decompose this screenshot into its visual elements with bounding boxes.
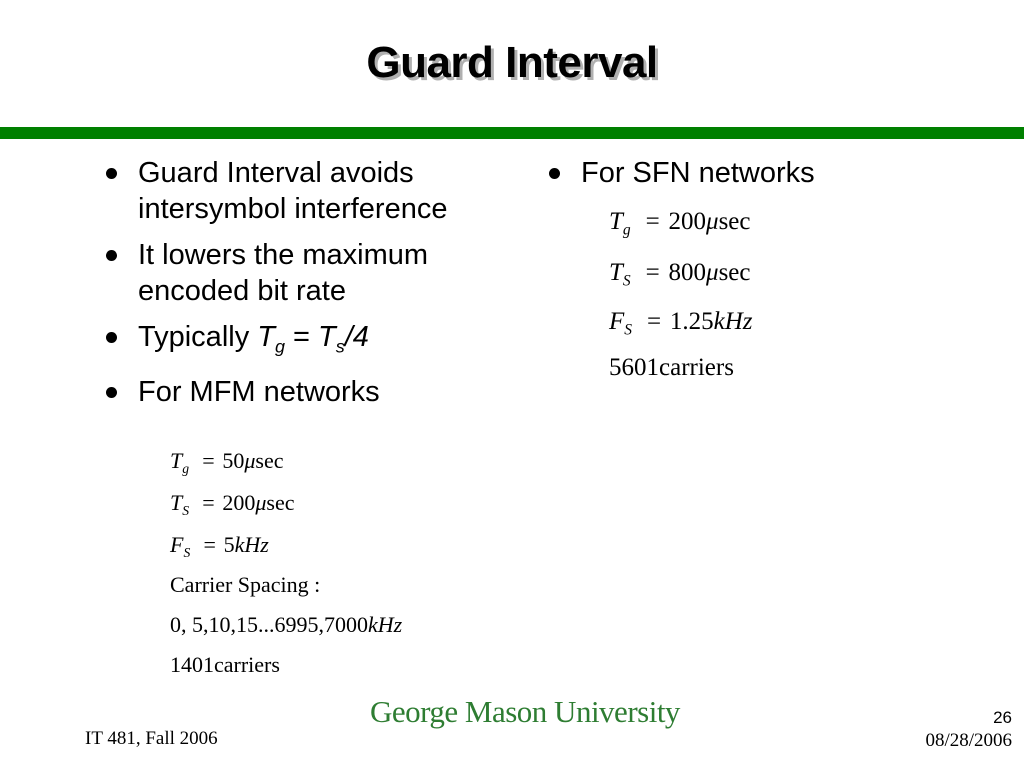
bullet-dot-icon [106,332,117,343]
bullet-item: Guard Interval avoids intersymbol interf… [100,155,490,227]
bullet-text: Guard Interval avoids intersymbol interf… [138,157,448,225]
bullet-dot-icon [106,387,117,399]
slide-title: Guard Interval [366,38,658,87]
sfn-tg-equation: Tg=200μsec [609,208,751,239]
title-divider [0,127,1024,139]
bullet-item: For SFN networks [543,155,963,191]
bullet-dot-icon [106,250,117,261]
sfn-carriers: 5601carriers [609,354,734,381]
slide-date: 08/28/2006 [925,730,1012,751]
footer-right: 26 08/28/2006 [925,708,1012,752]
formula-ts: Ts/4 [318,321,369,357]
bullet-text: For MFM networks [138,376,380,409]
bullet-item: Typically Tg = Ts/4 [100,319,490,364]
bullet-text: It lowers the maximum encoded bit rate [138,239,429,307]
left-bullet-list: Guard Interval avoids intersymbol interf… [100,155,490,420]
sfn-fs-equation: FS=1.25kHz [609,308,753,339]
mfm-spacing-values: 0, 5,10,15...6995,7000kHz [170,612,403,637]
course-label: IT 481, Fall 2006 [85,728,218,749]
mfm-carriers: 1401carriers [170,652,280,677]
mfm-fs-equation: FS=5kHz [170,532,269,560]
bullet-item: It lowers the maximum encoded bit rate [100,237,490,309]
bullet-item: For MFM networks [100,374,490,410]
university-logo: George Mason University [370,694,680,729]
bullet-dot-icon [549,168,560,179]
bullet-dot-icon [106,168,117,179]
formula-tg: Tg [257,321,285,357]
mfm-ts-equation: TS=200μsec [170,490,295,518]
sfn-ts-equation: TS=800μsec [609,259,751,290]
bullet-text: Typically [138,321,258,353]
mfm-tg-equation: Tg=50μsec [170,448,284,476]
right-bullet-list: For SFN networks [543,155,963,201]
formula-equals: = [284,321,319,353]
bullet-text: For SFN networks [581,157,815,189]
page-number: 26 [993,708,1012,727]
mfm-spacing-label: Carrier Spacing : [170,572,321,597]
